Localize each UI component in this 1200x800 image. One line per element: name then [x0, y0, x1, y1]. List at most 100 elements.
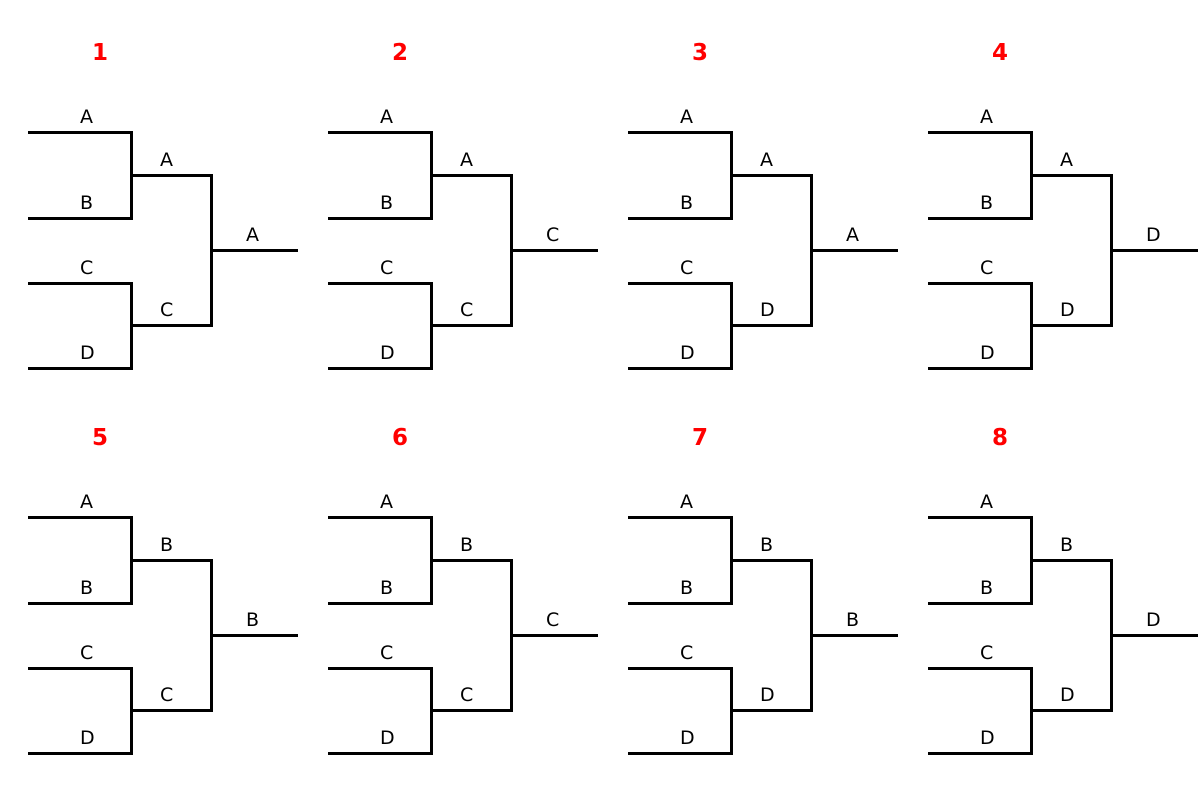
bracket-number-4: 4 [991, 40, 1008, 66]
seed-line-A [328, 131, 433, 134]
champion-label-A: A [246, 224, 259, 246]
champion-line-A [210, 249, 298, 252]
seed-line-C [928, 282, 1033, 285]
seed-line-D [28, 752, 133, 755]
seed-line-B [928, 217, 1033, 220]
seed-line-A [628, 516, 733, 519]
seed-line-B [328, 602, 433, 605]
seed-line-C [328, 667, 433, 670]
semifinal-winner-label-D: D [1060, 299, 1075, 321]
semifinal-winner-label-B: B [760, 534, 774, 556]
seed-label-A: A [980, 491, 993, 513]
seed-label-B: B [80, 577, 94, 599]
seed-line-A [928, 516, 1033, 519]
semifinal-line-D [1030, 709, 1113, 712]
semifinal-line-D [730, 324, 813, 327]
seed-line-A [328, 516, 433, 519]
semifinal-line-B [130, 559, 213, 562]
bracket-number-5: 5 [91, 425, 108, 451]
semifinal-line-B [730, 559, 813, 562]
seed-line-B [328, 217, 433, 220]
seed-line-B [28, 217, 133, 220]
champion-label-D: D [1146, 609, 1161, 631]
bracket-number-1: 1 [91, 40, 108, 66]
champion-label-A: A [846, 224, 859, 246]
seed-label-C: C [980, 257, 994, 279]
semifinal-line-C [430, 324, 513, 327]
seed-label-B: B [980, 192, 994, 214]
champion-label-D: D [1146, 224, 1161, 246]
seed-line-C [628, 667, 733, 670]
semifinal-line-A [730, 174, 813, 177]
semifinal-winner-label-D: D [1060, 684, 1075, 706]
semifinal-winner-label-B: B [1060, 534, 1074, 556]
seed-line-C [28, 282, 133, 285]
semifinal-winner-label-B: B [460, 534, 474, 556]
seed-line-C [328, 282, 433, 285]
seed-line-B [28, 602, 133, 605]
seed-line-D [328, 367, 433, 370]
seed-label-A: A [80, 106, 93, 128]
seed-line-C [628, 282, 733, 285]
champion-label-C: C [546, 609, 560, 631]
bracket-number-3: 3 [691, 40, 708, 66]
seed-label-D: D [80, 342, 95, 364]
seed-line-A [28, 131, 133, 134]
champion-line-B [210, 634, 298, 637]
semifinal-line-B [430, 559, 513, 562]
seed-label-A: A [680, 106, 693, 128]
bracket-number-8: 8 [991, 425, 1008, 451]
semifinal-winner-label-A: A [760, 149, 773, 171]
seed-label-B: B [680, 192, 694, 214]
semifinal-winner-label-A: A [460, 149, 473, 171]
champion-label-B: B [846, 609, 860, 631]
seed-label-D: D [680, 727, 695, 749]
champion-line-A [810, 249, 898, 252]
seed-label-D: D [380, 727, 395, 749]
seed-label-A: A [380, 491, 393, 513]
semifinal-line-C [430, 709, 513, 712]
semifinal-line-D [1030, 324, 1113, 327]
seed-label-D: D [80, 727, 95, 749]
seed-label-A: A [680, 491, 693, 513]
seed-label-C: C [980, 642, 994, 664]
champion-line-D [1110, 634, 1198, 637]
semifinal-line-C [130, 324, 213, 327]
seed-label-B: B [380, 192, 394, 214]
seed-label-D: D [380, 342, 395, 364]
champion-line-C [510, 634, 598, 637]
seed-label-D: D [680, 342, 695, 364]
semifinal-winner-label-A: A [160, 149, 173, 171]
semifinal-winner-label-B: B [160, 534, 174, 556]
seed-label-D: D [980, 342, 995, 364]
seed-label-C: C [680, 257, 694, 279]
seed-line-D [28, 367, 133, 370]
champion-line-D [1110, 249, 1198, 252]
seed-label-C: C [80, 257, 94, 279]
semifinal-line-A [130, 174, 213, 177]
champion-line-C [510, 249, 598, 252]
semifinal-line-C [130, 709, 213, 712]
seed-label-B: B [680, 577, 694, 599]
bracket-number-7: 7 [691, 425, 708, 451]
semifinal-line-B [1030, 559, 1113, 562]
champion-label-B: B [246, 609, 260, 631]
champion-label-C: C [546, 224, 560, 246]
semifinal-line-A [430, 174, 513, 177]
semifinal-winner-label-C: C [160, 299, 174, 321]
champion-line-B [810, 634, 898, 637]
seed-line-C [928, 667, 1033, 670]
seed-label-C: C [380, 257, 394, 279]
seed-line-D [628, 752, 733, 755]
seed-line-D [928, 367, 1033, 370]
semifinal-line-A [1030, 174, 1113, 177]
